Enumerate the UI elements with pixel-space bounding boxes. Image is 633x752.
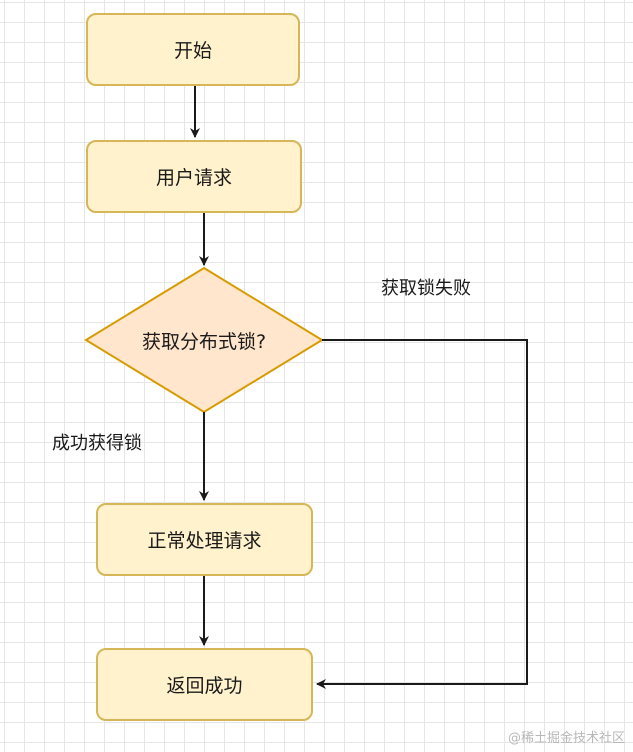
decision-node: 获取分布式锁? bbox=[86, 268, 322, 412]
lock-acquired-label: 成功获得锁 bbox=[52, 433, 142, 454]
edge-decision-to-return-failure bbox=[316, 339, 528, 689]
user-request-node: 用户请求 bbox=[86, 140, 302, 213]
return-success-node-label: 返回成功 bbox=[166, 675, 243, 697]
process-request-node: 正常处理请求 bbox=[96, 503, 313, 576]
lock-failed-label: 获取锁失败 bbox=[381, 278, 471, 299]
start-node-label: 开始 bbox=[173, 40, 212, 62]
user-request-node-label: 用户请求 bbox=[155, 167, 232, 189]
decision-node-label: 获取分布式锁? bbox=[141, 330, 267, 353]
watermark: @稀土掘金技术社区 bbox=[507, 731, 625, 746]
return-success-node: 返回成功 bbox=[96, 648, 313, 721]
start-node: 开始 bbox=[86, 13, 300, 86]
process-request-node-label: 正常处理请求 bbox=[147, 530, 262, 552]
